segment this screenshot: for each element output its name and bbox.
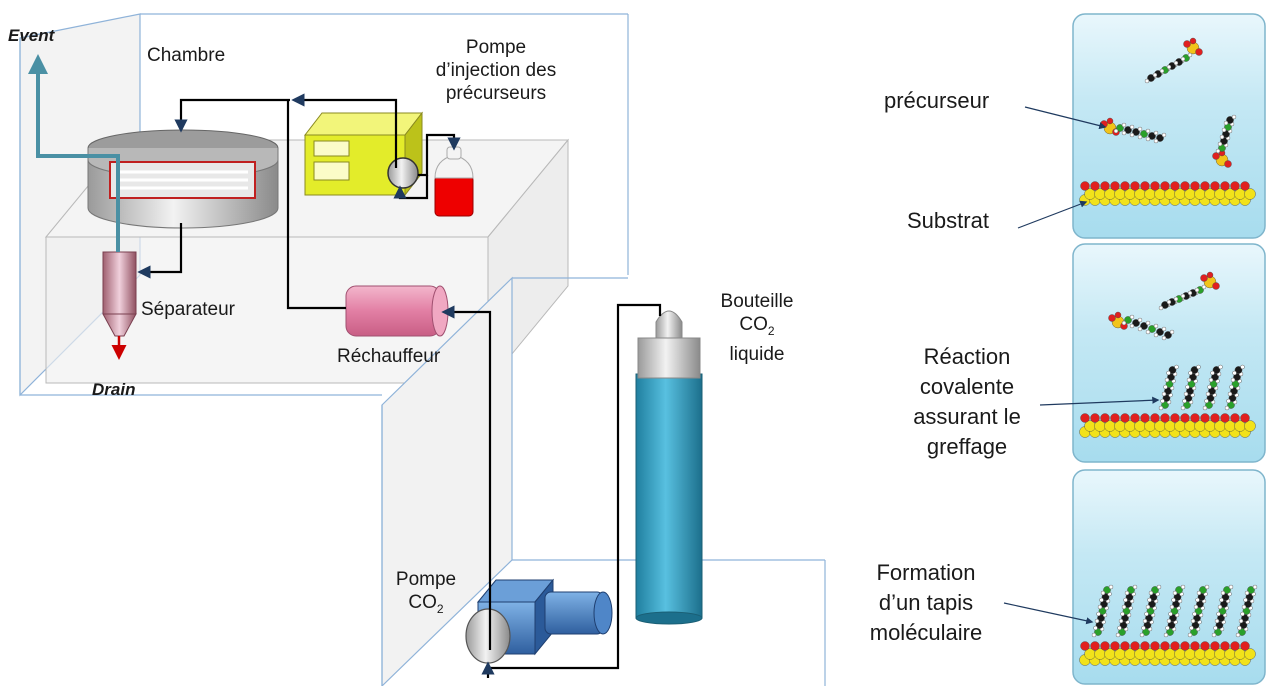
heater bbox=[345, 285, 449, 337]
precursor-bottle bbox=[434, 146, 474, 217]
flow-lines bbox=[137, 93, 662, 678]
pointer-substrat bbox=[1017, 200, 1088, 229]
separator bbox=[102, 251, 137, 360]
drain-label: Drain bbox=[92, 380, 136, 399]
chambre-label: Chambre bbox=[147, 45, 226, 66]
formation-label: Formation d’un tapis moléculaire bbox=[869, 560, 983, 645]
pointer-precurseur bbox=[1024, 106, 1107, 130]
injection-pump bbox=[303, 111, 424, 197]
substrat-label: Substrat bbox=[907, 208, 989, 233]
injection-pump-label: Pompe d’injection des précurseurs bbox=[435, 37, 557, 104]
panel-reaction bbox=[1072, 243, 1266, 463]
bouteille-label: Bouteille CO2 liquide bbox=[720, 291, 794, 365]
rechauffeur-label: Réchauffeur bbox=[337, 346, 441, 367]
pompe-co2-label: Pompe CO2 bbox=[395, 569, 457, 616]
pointer-reaction bbox=[1039, 396, 1160, 406]
reaction-vessel bbox=[87, 129, 279, 229]
co2-cylinder bbox=[635, 310, 703, 625]
molecules-layer bbox=[1079, 37, 1258, 666]
co2-pump bbox=[465, 578, 613, 664]
separateur-label: Séparateur bbox=[141, 299, 236, 320]
reaction-label: Réaction covalente assurant le greffage bbox=[913, 344, 1021, 459]
event-line bbox=[28, 54, 120, 252]
precurseur-label: précurseur bbox=[884, 88, 990, 113]
pointer-formation bbox=[1003, 602, 1094, 625]
event-label: Event bbox=[8, 26, 55, 45]
